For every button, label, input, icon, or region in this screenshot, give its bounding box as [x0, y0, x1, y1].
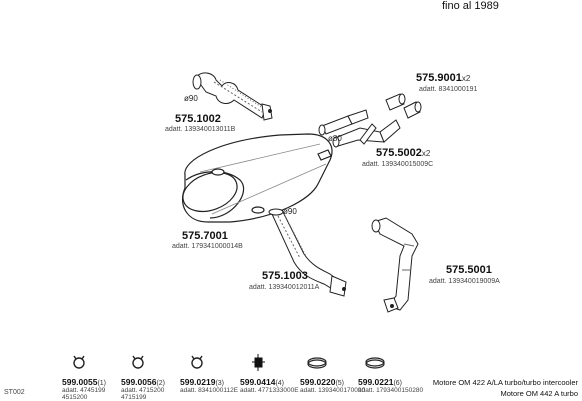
accessory-ref: adatt. 8341000112E — [180, 387, 239, 394]
part-ref: adatt. 179341000014B — [172, 243, 243, 250]
part-ref: adatt. 8341000191 — [419, 86, 478, 93]
part-code: 575.7001 — [182, 230, 228, 242]
part-ref: adatt. 139340019009A — [429, 278, 500, 285]
accessory-ref-alt: 4515200 — [62, 394, 88, 401]
accessory-qty: (5) — [335, 380, 345, 387]
part-ref: adatt. 139340015009C — [362, 161, 434, 168]
accessory-item: 599.0219(3) adatt. 8341000112E — [180, 377, 238, 394]
accessory-qty: (6) — [393, 380, 403, 387]
part-code: 575.5001 — [446, 264, 492, 276]
part-qty: x2 — [421, 149, 431, 158]
lower-flex-pipe-drawing — [268, 208, 347, 297]
accessory-item: 599.0414(4) adatt. 4771333000E — [240, 377, 299, 394]
accessory-item: 599.0055(1) adatt. 4745199 4515200 — [62, 377, 106, 401]
accessory-qty: (1) — [97, 380, 107, 387]
part-code: 575.1002 — [175, 113, 221, 125]
band-clamp-icon — [365, 357, 385, 369]
rear-pipe-drawing — [371, 217, 419, 313]
part-ref: adatt. 139340013011B — [165, 126, 236, 133]
rubber-mount-icon — [252, 354, 265, 371]
sheet-code: ST002 — [4, 389, 25, 396]
accessory-code: 599.0056 — [121, 377, 157, 387]
part-code: 575.5002 — [376, 147, 422, 159]
engine-note-1: Motore OM 422 A/LA turbo/turbo intercool… — [432, 378, 578, 387]
accessory-code: 599.0055 — [62, 377, 98, 387]
connector-pieces-drawing — [385, 93, 422, 119]
part-code: 575.1003 — [262, 270, 308, 282]
accessory-qty: (4) — [275, 380, 285, 387]
accessory-ref: adatt. 4715200 — [121, 387, 165, 394]
accessory-ref-alt: 4715199 — [121, 394, 147, 401]
part-qty: x2 — [461, 74, 471, 83]
period-label: fino al 1989 — [442, 0, 499, 12]
accessory-code: 599.0414 — [240, 377, 276, 387]
clamp-ring-icon — [191, 355, 203, 369]
part-label: 575.5002x2 — [376, 147, 430, 159]
diameter-label: ø90 — [283, 207, 297, 216]
accessory-code: 599.0219 — [180, 377, 216, 387]
accessory-ref: adatt. 4745199 — [62, 387, 106, 394]
engine-note-2: Motore OM 442 A turbo — [500, 389, 578, 398]
clamp-ring-icon — [132, 355, 144, 369]
accessory-ref: adatt. 1793400150280 — [358, 387, 424, 394]
diameter-label: ø90 — [184, 94, 198, 103]
band-clamp-icon — [307, 357, 327, 369]
accessory-item: 599.0056(2) adatt. 4715200 4715199 — [121, 377, 165, 401]
accessory-ref: adatt. 1393400170090 — [300, 387, 366, 394]
part-label: 575.9001x2 — [416, 72, 470, 84]
part-ref: adatt. 139340012011A — [249, 284, 320, 291]
twin-inlet-pipes-drawing — [318, 109, 401, 148]
accessory-qty: (3) — [215, 380, 225, 387]
upper-flex-pipe-drawing — [192, 72, 273, 121]
accessory-item: 599.0221(6) adatt. 1793400150280 — [358, 377, 423, 394]
accessory-item: 599.0220(5) adatt. 1393400170090 — [300, 377, 365, 394]
diameter-label: ø80 — [328, 134, 342, 143]
accessory-code: 599.0220 — [300, 377, 336, 387]
clamp-ring-icon — [73, 355, 85, 369]
accessory-qty: (2) — [156, 380, 166, 387]
part-code: 575.9001 — [416, 72, 462, 84]
accessory-ref: adatt. 4771333000E — [240, 387, 299, 394]
silencer-drawing — [181, 133, 333, 223]
accessory-code: 599.0221 — [358, 377, 394, 387]
